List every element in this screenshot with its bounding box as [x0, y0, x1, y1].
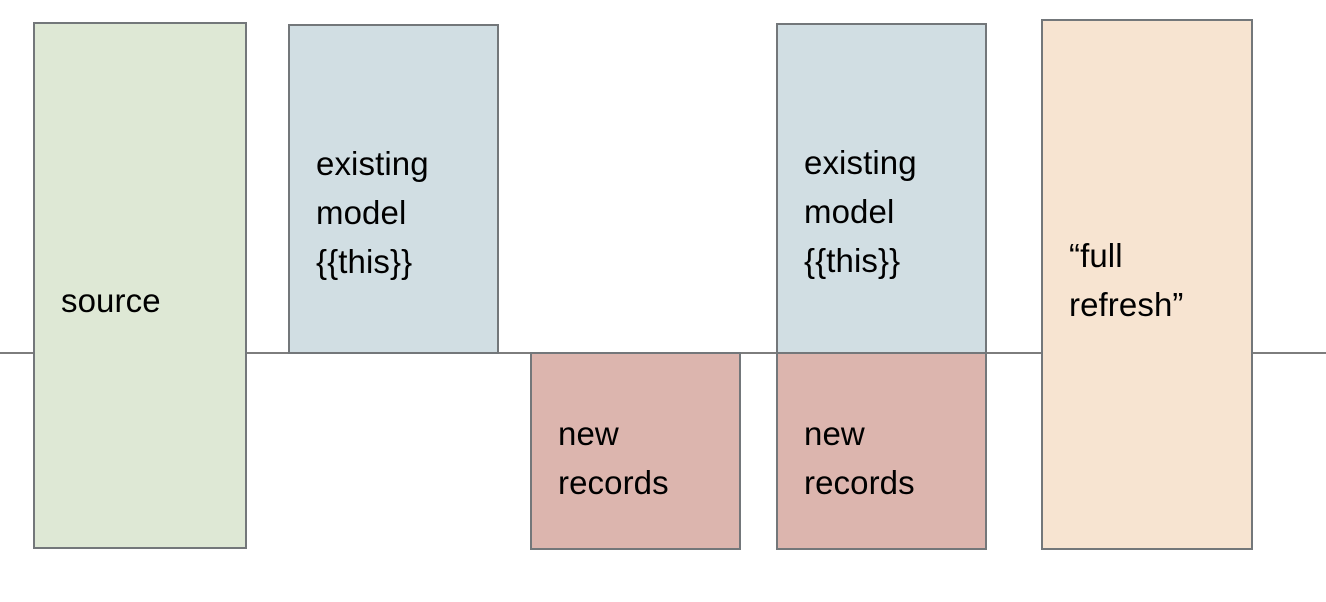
block-existing-model-2[interactable]: existing model {{this}} — [776, 23, 987, 354]
block-full-refresh-label: “full refresh” — [1069, 237, 1184, 323]
block-full-refresh[interactable]: “full refresh” — [1041, 19, 1253, 550]
block-new-records-1[interactable]: new records — [530, 352, 741, 550]
block-existing-model-2-label: existing model {{this}} — [804, 144, 917, 279]
block-new-records-1-label: new records — [558, 415, 669, 501]
block-source[interactable]: source — [33, 22, 247, 549]
block-existing-model-1-label: existing model {{this}} — [316, 145, 429, 280]
block-new-records-2-label: new records — [804, 415, 915, 501]
block-source-label: source — [61, 282, 161, 319]
block-new-records-2[interactable]: new records — [776, 352, 987, 550]
block-existing-model-1[interactable]: existing model {{this}} — [288, 24, 499, 354]
